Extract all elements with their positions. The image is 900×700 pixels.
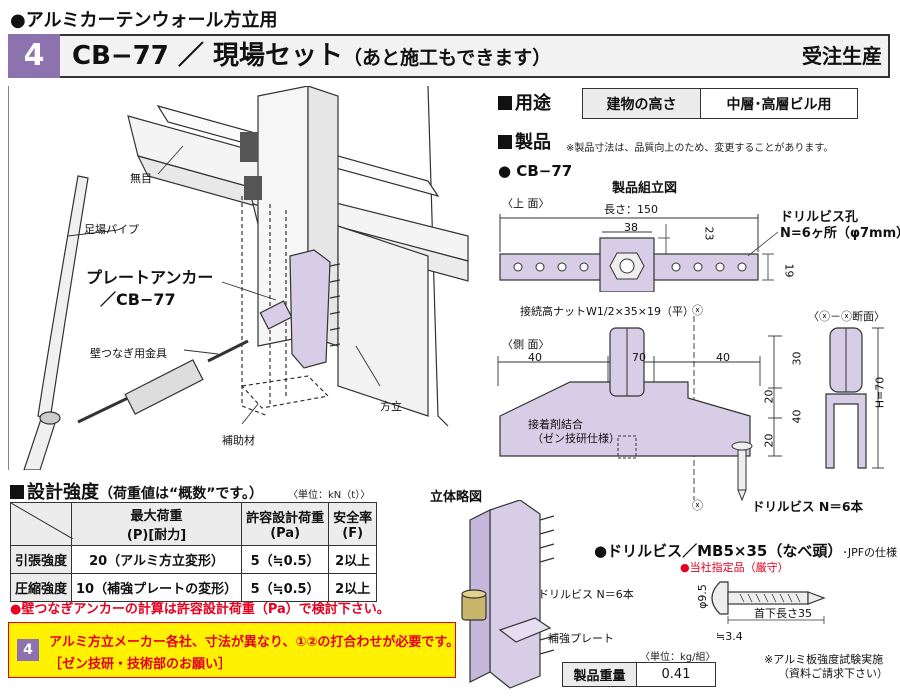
neck-length: 首下長さ35: [754, 607, 812, 620]
strength-note: ●壁つなぎアンカーの計算は許容設計荷重（Pa）で検討下さい。: [10, 602, 390, 617]
row-label: 圧縮強度: [9, 573, 73, 602]
weight-table: 製品重量 0.41: [562, 662, 716, 687]
dim-38: 38: [624, 221, 638, 234]
table-row: 引張強度 20（アルミ方立変形） 5（≒0.5） 2以上: [9, 545, 378, 574]
fitting-label: 壁つなぎ用金具: [90, 347, 167, 360]
side-view-drawing: [497, 316, 782, 502]
drill-hole-count: N=6ヶ所（φ7mm）: [780, 226, 900, 241]
usage-value: 中層･高層ビル用: [700, 88, 858, 119]
assembly-title: 製品組立図: [612, 181, 678, 196]
usage-heading: 用途: [498, 89, 551, 115]
callout-line-1: アルミ方立メーカー各社、寸法が異なり、①②の打合わせが必要です。: [49, 635, 460, 650]
dim-30: 30: [790, 351, 804, 366]
manufacturer-callout: 4 アルミ方立メーカー各社、寸法が異なり、①②の打合わせが必要です。 ［ゼン技研…: [8, 622, 460, 678]
dim-34: ≒3.4: [716, 630, 743, 643]
pipe-label: 足場パイプ: [84, 223, 139, 236]
corner-cell: [9, 502, 73, 546]
callout-number: 4: [17, 639, 39, 661]
nut-label: 接続高ナットW1/2×35×19（平）: [520, 305, 695, 318]
top-view-label: 〈上 面〉: [502, 197, 550, 210]
side-view-label: 〈側 面〉: [502, 338, 550, 351]
dim-40-side: 40: [790, 409, 804, 424]
section-view-drawing: [825, 327, 884, 469]
x-mark-bottom: ⓧ: [692, 499, 703, 512]
designated-note: ●当社指定品（厳守）: [680, 561, 789, 574]
category-heading: ●アルミカーテンウォール方立用: [10, 10, 278, 31]
mullion-label: 方立: [380, 400, 402, 413]
drill-spec-title: ●ドリルビス／MB5×35（なべ頭）･JPFの仕様: [594, 542, 898, 560]
dim-40-right: 40: [716, 351, 730, 364]
perspective-title: 立体略図: [430, 490, 483, 505]
perspective-drill-label: ドリルビス N＝6本: [538, 588, 634, 601]
strength-table: 最大荷重(P)[耐力] 許容設計荷重(Pa) 安全率(F) 引張強度 20（アル…: [9, 502, 378, 602]
order-badge: 受注生産: [802, 44, 882, 68]
title-sub: （あと施工もできます）: [342, 47, 552, 69]
test-note-1: ※アルミ板強度試験実施: [764, 653, 884, 666]
installation-illustration: [8, 86, 469, 470]
drill-screw-drawing: [711, 581, 826, 624]
anchor-model-label: ／CB−77: [100, 290, 176, 309]
dim-20-side-top: 20: [762, 389, 776, 404]
product-heading: 製品: [498, 128, 551, 154]
title-main: CB−77 ／ 現場セット: [72, 41, 343, 71]
col-allow-load: 許容設計荷重(Pa): [241, 502, 330, 546]
dim-d95: φ9.5: [695, 584, 709, 609]
row-safety: 2以上: [328, 573, 378, 602]
row-max: 20（アルミ方立変形）: [71, 545, 243, 574]
mume-label: 無目: [130, 172, 152, 185]
anchor-label: プレートアンカー: [86, 268, 214, 287]
usage-label: 建物の高さ: [582, 88, 701, 119]
dim-19: 19: [782, 263, 796, 278]
x-mark-top: ⓧ: [692, 304, 703, 317]
top-view-drawing: [499, 214, 779, 292]
dim-23: 23: [702, 226, 716, 241]
section-number: 4: [8, 34, 60, 78]
strength-heading: 設計強度（荷重値は“概数”です。）: [10, 478, 263, 504]
row-max: 10（補強プレートの変形）: [71, 573, 243, 602]
strength-unit: 〈単位：kN（t）〉: [288, 490, 371, 501]
drill-screw-count: ドリルビス N＝6本: [752, 499, 864, 514]
title-bar: [8, 34, 890, 78]
row-allow: 5（≒0.5）: [241, 545, 330, 574]
table-row: 圧縮強度 10（補強プレートの変形） 5（≒0.5） 2以上: [9, 573, 378, 602]
usage-table: 建物の高さ 中層･高層ビル用: [582, 88, 858, 119]
section-view-label: 〈ⓧ－ⓧ断面〉: [808, 310, 885, 323]
dim-h70: H=70: [873, 376, 887, 409]
adhesive-spec: （ゼン技研仕様）: [532, 432, 620, 445]
col-safety: 安全率(F): [328, 502, 378, 546]
col-max-load: 最大荷重(P)[耐力]: [71, 502, 243, 546]
weight-unit: 〈単位：kg/組〉: [640, 652, 716, 663]
product-note: ※製品寸法は、品質向上のため、変更することがあります。: [566, 143, 834, 154]
dim-20-side-bottom: 20: [762, 433, 776, 448]
perspective-plate-label: 補強プレート: [548, 632, 614, 645]
perspective-drawing: [461, 500, 555, 689]
aux-label: 補助材: [222, 434, 255, 447]
adhesive-label: 接着剤結合: [528, 418, 583, 431]
dim-70: 70: [632, 351, 646, 364]
row-safety: 2以上: [328, 545, 378, 574]
length-label: 長さ：150: [604, 203, 658, 216]
weight-label: 製品重量: [562, 662, 637, 687]
page-title: CB−77 ／ 現場セット（あと施工もできます）: [72, 38, 551, 76]
dim-40-left: 40: [528, 351, 542, 364]
product-model: ● CB−77: [498, 162, 573, 180]
test-note-2: （資料ご請求下さい）: [778, 667, 888, 680]
weight-value: 0.41: [636, 662, 716, 687]
callout-line-2: ［ゼン技研・技術部のお願い］: [49, 657, 232, 672]
drill-hole-label: ドリルビス孔: [780, 210, 859, 225]
row-label: 引張強度: [9, 545, 73, 574]
